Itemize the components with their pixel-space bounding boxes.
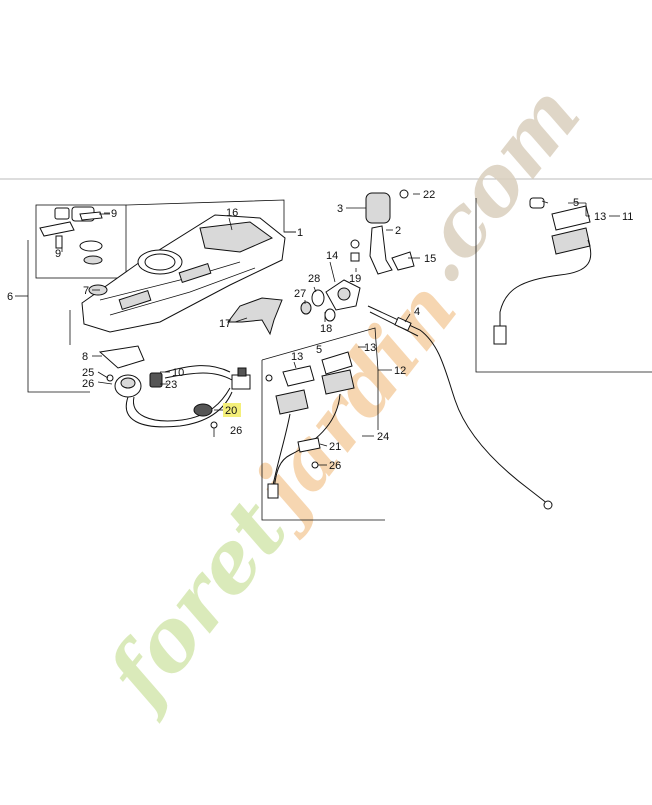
callout-12: 12 xyxy=(394,365,406,377)
callout-13-center-right: 13 xyxy=(364,342,376,354)
callout-16: 16 xyxy=(226,207,238,219)
ignition-switch xyxy=(106,365,251,428)
group-12-frame xyxy=(261,327,392,521)
callout-11: 11 xyxy=(622,211,633,223)
watermark-com: .com xyxy=(388,68,599,300)
callout-27: 27 xyxy=(294,288,306,300)
mount-bracket xyxy=(98,345,145,369)
callout-18: 18 xyxy=(320,323,332,335)
callout-22: 22 xyxy=(423,189,435,201)
callout-24: 24 xyxy=(377,431,389,443)
watermark-foret: foret xyxy=(85,481,307,726)
stop-switch-assembly xyxy=(493,197,592,345)
callout-17: 17 xyxy=(219,318,231,330)
callout-26-left: 26 xyxy=(82,378,94,390)
group-11-frame xyxy=(475,198,652,373)
callout-21: 21 xyxy=(329,441,341,453)
instrument-housing xyxy=(81,214,286,333)
callout-labels: 1 2 3 4 5 5 6 7 8 9 9 10 11 12 13 13 13 … xyxy=(7,189,633,472)
leader-lines xyxy=(92,193,620,466)
kill-switch-assembly xyxy=(265,351,355,499)
highlight-20 xyxy=(223,403,241,417)
callout-4: 4 xyxy=(414,306,420,318)
callout-2: 2 xyxy=(395,225,401,237)
callout-9-bottom: 9 xyxy=(55,248,61,260)
callout-6: 6 xyxy=(7,291,13,303)
callout-13-center-left: 13 xyxy=(291,351,303,363)
callout-20: 20 xyxy=(225,405,237,417)
callout-5-right: 5 xyxy=(573,197,579,209)
callout-7: 7 xyxy=(83,285,89,297)
callout-8: 8 xyxy=(82,351,88,363)
callout-3: 3 xyxy=(337,203,343,215)
callout-13-right: 13 xyxy=(594,211,606,223)
callout-19: 19 xyxy=(349,273,361,285)
callout-9-top: 9 xyxy=(111,208,117,220)
callout-25: 25 xyxy=(82,367,94,379)
callout-5-center: 5 xyxy=(316,344,322,356)
callout-23: 23 xyxy=(165,379,177,391)
callout-26-center: 26 xyxy=(329,460,341,472)
callout-14: 14 xyxy=(326,250,338,262)
callout-10: 10 xyxy=(172,367,184,379)
cover-bracket xyxy=(227,297,283,336)
throttle-cap xyxy=(350,189,415,275)
screws xyxy=(210,421,218,437)
throttle-cable xyxy=(367,305,553,510)
callout-15: 15 xyxy=(424,253,436,265)
callout-1: 1 xyxy=(297,227,303,239)
callout-28: 28 xyxy=(308,273,320,285)
switch-body xyxy=(300,279,361,322)
watermark: foret jardin .com xyxy=(85,68,599,726)
callout-26-mid: 26 xyxy=(230,425,242,437)
ignition-key xyxy=(39,206,110,265)
